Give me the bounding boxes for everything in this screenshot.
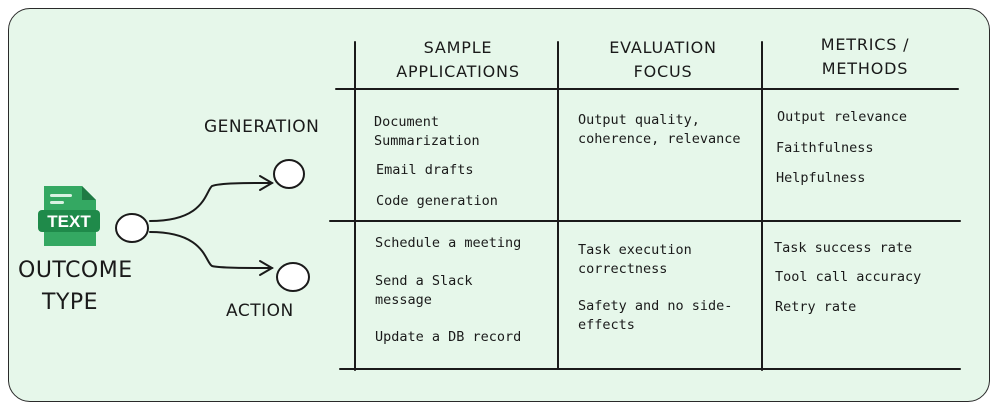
action-app-2: Send a Slack message	[375, 273, 473, 308]
icon-text-label: TEXT	[47, 212, 91, 231]
outcome-type-label-line1: OUTCOME	[18, 258, 133, 283]
header-evaluation-focus: EVALUATION FOCUS	[566, 36, 760, 84]
generation-metric-2: Faithfulness	[776, 140, 874, 156]
arrowhead-generation	[259, 175, 274, 191]
action-metric-2: Tool call accuracy	[775, 269, 922, 285]
outcome-type-label-line2: TYPE	[42, 290, 99, 315]
arrowhead-action	[259, 260, 274, 276]
generation-metric-1: Output relevance	[777, 109, 908, 125]
header-line: METRICS /	[820, 35, 910, 54]
action-metric-3: Retry rate	[775, 299, 857, 315]
generation-app-3: Code generation	[376, 193, 498, 209]
generation-metric-3: Helpfulness	[776, 170, 866, 186]
generation-node	[273, 159, 305, 189]
header-line: APPLICATIONS	[396, 62, 520, 81]
action-metric-1: Task success rate	[774, 240, 913, 256]
generation-focus-1: Output quality, coherence, relevance	[578, 112, 741, 147]
header-line: SAMPLE	[423, 38, 493, 57]
header-sample-applications: SAMPLE APPLICATIONS	[362, 36, 554, 84]
diagram-card	[8, 8, 990, 402]
action-focus-2: Safety and no side- effects	[578, 298, 733, 333]
action-focus-1: Task execution correctness	[578, 242, 692, 277]
action-app-1: Schedule a meeting	[375, 235, 522, 251]
header-metrics-methods: METRICS / METHODS	[770, 33, 960, 81]
generation-app-1: Document Summarization	[374, 114, 480, 149]
outcome-node	[115, 213, 149, 243]
action-label: ACTION	[226, 301, 294, 321]
generation-app-2: Email drafts	[376, 162, 474, 178]
text-document-icon: TEXT	[38, 184, 100, 248]
header-line: METHODS	[821, 59, 909, 78]
action-app-3: Update a DB record	[375, 329, 522, 345]
header-line: FOCUS	[633, 62, 693, 81]
connector-generation	[149, 182, 273, 222]
header-line: EVALUATION	[609, 38, 717, 57]
action-node	[276, 262, 310, 292]
connector-action	[149, 231, 273, 269]
generation-label: GENERATION	[204, 117, 320, 137]
